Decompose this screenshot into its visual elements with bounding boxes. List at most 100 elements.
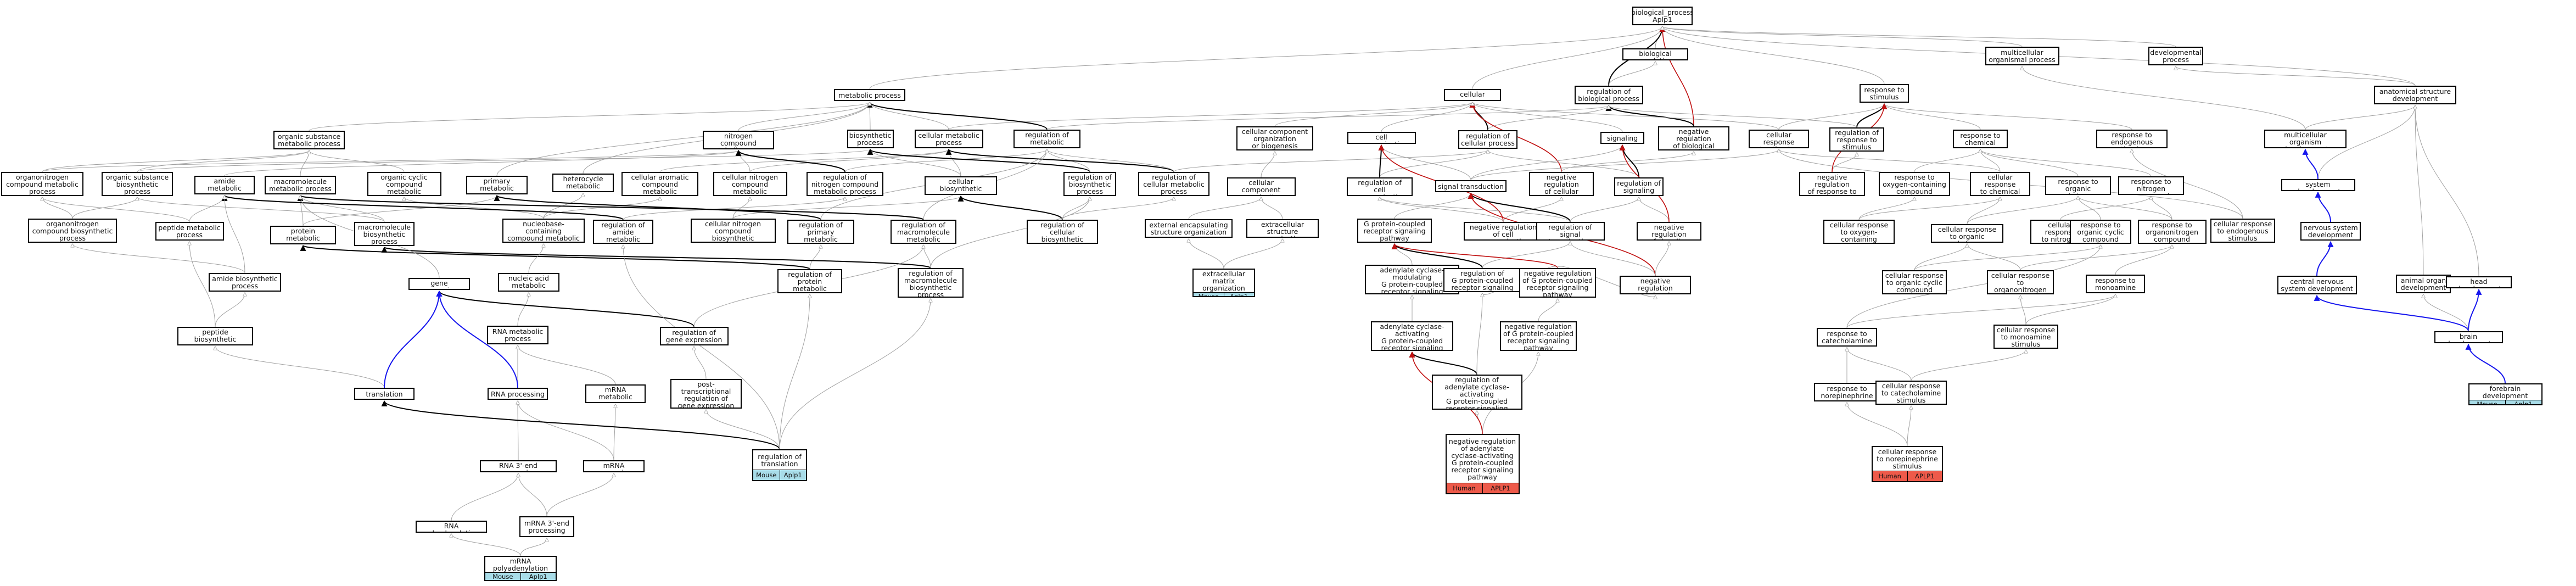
go-term-node[interactable]: nervous system development (2300, 222, 2361, 241)
go-term-node[interactable]: response to endogenous stimulus (2096, 130, 2168, 148)
go-term-node[interactable]: primary metabolic process (466, 176, 528, 194)
go-term-node[interactable]: external encapsulating structure organiz… (1145, 219, 1233, 238)
go-term-node[interactable]: cellular response to oxygen-containing c… (1823, 220, 1895, 244)
go-term-node[interactable]: cellular response to organic cyclic comp… (1882, 270, 1947, 294)
go-term-node[interactable]: macromolecule metabolic process (265, 176, 336, 194)
go-term-node[interactable]: cellular component organization or bioge… (1236, 126, 1313, 150)
go-term-node[interactable]: protein metabolic process (270, 226, 336, 244)
go-term-node[interactable]: response to oxygen-containing compound (1879, 172, 1950, 196)
go-term-node[interactable]: nucleobase-containing compound metabolic… (502, 219, 585, 243)
go-term-node[interactable]: regulation of gene expression (659, 327, 729, 345)
go-term-node[interactable]: signal transduction (1435, 180, 1507, 192)
go-term-node[interactable]: cellular nitrogen compound metabolic pro… (713, 172, 787, 196)
go-term-node[interactable]: organic cyclic compound metabolic proces… (367, 172, 441, 196)
go-term-node[interactable]: cellular response to stimulus (1749, 130, 1809, 148)
go-term-node[interactable]: negative regulation of response to stimu… (1799, 172, 1865, 196)
go-term-node[interactable]: organonitrogen compound biosynthetic pro… (28, 219, 117, 243)
go-term-node[interactable]: amide metabolic process (194, 176, 255, 194)
go-term-node[interactable]: regulation of cell communication (1347, 177, 1413, 196)
go-term-node[interactable]: biological regulation (1622, 48, 1688, 60)
go-term-node[interactable]: central nervous system development (2277, 276, 2357, 294)
go-term-node[interactable]: RNA processing (488, 388, 548, 400)
go-term-node[interactable]: regulation of metabolic process (1013, 130, 1080, 148)
go-term-node[interactable]: post-transcriptional regulation of gene … (670, 379, 742, 409)
go-term-node[interactable]: negative regulation of signal transducti… (1620, 276, 1691, 294)
go-term-node[interactable]: regulation of biological process (1574, 86, 1643, 104)
go-term-node[interactable]: cellular response to organic substance (1931, 224, 2003, 243)
go-term-node[interactable]: organic substance biosynthetic process (102, 172, 173, 196)
go-term-node[interactable]: multicellular organismal process (1985, 47, 2059, 65)
go-term-node[interactable]: adenylate cyclase-activating G protein-c… (1371, 321, 1453, 351)
go-term-node[interactable]: anatomical structure development (2374, 86, 2456, 104)
go-term-node[interactable]: macromolecule biosynthetic process (354, 222, 415, 246)
go-term-node[interactable]: negative regulation of adenylate cyclase… (1445, 434, 1520, 494)
go-term-node[interactable]: head development (2446, 276, 2512, 288)
go-term-node[interactable]: regulation of nitrogen compound metaboli… (807, 172, 883, 196)
go-term-node[interactable]: RNA polyadenylation (416, 521, 487, 533)
go-term-node[interactable]: cellular metabolic process (914, 130, 983, 148)
go-term-node[interactable]: amide biosynthetic process (209, 273, 281, 292)
go-term-node[interactable]: developmental process (2148, 47, 2203, 65)
go-term-node[interactable]: biological_process Aplp1 (1632, 7, 1693, 25)
go-term-node[interactable]: regulation of signal transduction (1536, 222, 1605, 241)
go-term-node[interactable]: negative regulation of biological proces… (1658, 126, 1729, 150)
go-term-node[interactable]: response to catecholamine (1817, 328, 1877, 347)
go-term-node[interactable]: cellular response to endogenous stimulus (2210, 219, 2275, 243)
go-term-node[interactable]: cellular aromatic compound metabolic pro… (621, 172, 698, 196)
go-term-node[interactable]: RNA metabolic process (487, 326, 548, 344)
go-term-node[interactable]: heterocycle metabolic process (552, 174, 614, 192)
go-term-node[interactable]: regulation of cellular process (1458, 130, 1517, 149)
go-term-node[interactable]: G protein-coupled receptor signaling pat… (1357, 219, 1432, 243)
go-term-node[interactable]: cellular component organization (1227, 177, 1296, 196)
go-term-node[interactable]: organonitrogen compound metabolic proces… (1, 172, 83, 196)
go-term-node[interactable]: regulation of macromolecule metabolic pr… (891, 220, 956, 244)
go-term-node[interactable]: cellular response to chemical stimulus (1970, 172, 2030, 196)
go-term-node[interactable]: regulation of signaling (1614, 177, 1664, 196)
go-term-node[interactable]: cellular process (1444, 89, 1501, 101)
go-term-node[interactable]: negative regulation of cell communicatio… (1463, 222, 1543, 241)
go-term-node[interactable]: regulation of amide metabolic process (593, 220, 653, 244)
go-term-node[interactable]: response to stimulus (1860, 84, 1909, 103)
go-term-node[interactable]: regulation of protein metabolic process (777, 269, 842, 293)
go-term-node[interactable]: nucleic acid metabolic process (498, 273, 559, 292)
go-term-node[interactable]: negative regulation of cellular process (1529, 172, 1594, 196)
go-term-node[interactable]: mRNA 3'-end processing (519, 516, 574, 537)
go-term-node[interactable]: response to monoamine (2086, 275, 2145, 293)
go-term-node[interactable]: cellular response to norepinephrine stim… (1872, 446, 1943, 482)
go-term-node[interactable]: peptide biosynthetic process (177, 327, 253, 345)
go-term-node[interactable]: regulation of G protein-coupled receptor… (1443, 268, 1521, 292)
go-term-node[interactable]: animal organ development (2396, 275, 2451, 293)
go-term-node[interactable]: peptide metabolic process (155, 222, 224, 241)
go-term-node[interactable]: extracellular structure organization (1246, 219, 1319, 238)
go-term-node[interactable]: cellular nitrogen compound biosynthetic … (690, 219, 776, 243)
go-term-node[interactable]: metabolic process (834, 89, 905, 101)
go-term-node[interactable]: regulation of response to stimulus (1829, 127, 1884, 152)
go-term-node[interactable]: system development (2281, 179, 2355, 191)
go-term-node[interactable]: nitrogen compound metabolic process (703, 131, 774, 149)
go-term-node[interactable]: gene expression (408, 278, 470, 290)
go-term-node[interactable]: regulation of adenylate cyclase-activati… (1431, 375, 1522, 410)
go-term-node[interactable]: cellular response to monoamine stimulus (1993, 325, 2058, 349)
go-term-node[interactable]: regulation of cellular metabolic process (1138, 172, 1209, 196)
go-term-node[interactable]: translation (354, 388, 415, 400)
go-term-node[interactable]: regulation of macromolecule biosynthetic… (898, 268, 964, 298)
go-term-node[interactable]: response to organic cyclic compound (2070, 220, 2131, 244)
go-term-node[interactable]: cellular biosynthetic process (925, 176, 997, 195)
go-term-node[interactable]: cellular response to catecholamine stimu… (1875, 381, 1947, 405)
go-term-node[interactable]: response to organonitrogen compound (2137, 220, 2207, 244)
go-term-node[interactable]: negative regulation of signaling (1637, 222, 1701, 241)
go-term-node[interactable]: cell communication (1347, 132, 1416, 144)
go-term-node[interactable]: response to norepinephrine (1814, 383, 1880, 401)
go-term-node[interactable]: response to organic substance (2045, 176, 2111, 195)
go-term-node[interactable]: response to nitrogen compound (2118, 176, 2184, 195)
go-term-node[interactable]: mRNA metabolic process (585, 384, 646, 403)
go-term-node[interactable]: cellular response to organonitrogen comp… (1987, 270, 2054, 294)
go-term-node[interactable]: regulation of biosynthetic process (1063, 172, 1116, 196)
go-term-node[interactable]: multicellular organism development (2264, 130, 2347, 148)
go-term-node[interactable]: negative regulation of G protein-coupled… (1500, 321, 1577, 351)
go-term-node[interactable]: biosynthetic process (847, 130, 894, 148)
